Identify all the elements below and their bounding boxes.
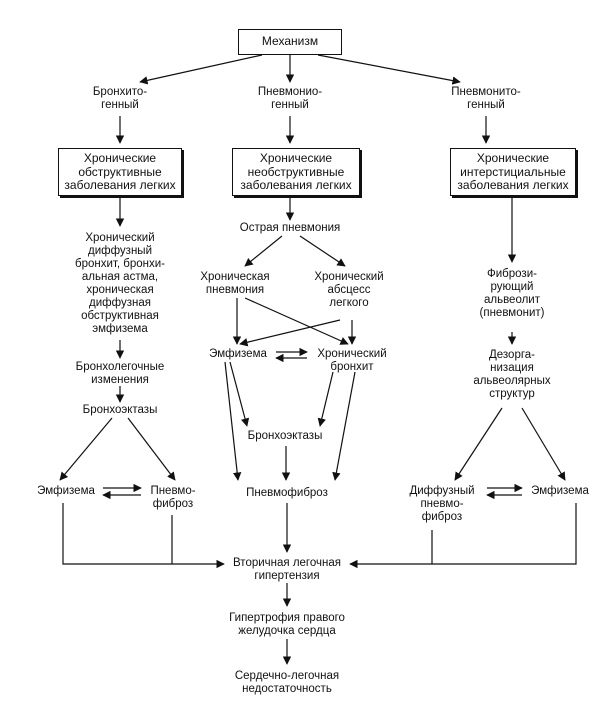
- pneumofibrosis-left: Пневмо- фиброз: [150, 485, 196, 510]
- fibrosing-alveolitis: Фибрози- рующий альвеолит (пневмонит): [479, 268, 545, 319]
- arrow-mechanism-bronchitogenic: [139, 54, 263, 85]
- nonobstructive-diseases-box: Хронические необструктивные заболевания …: [232, 148, 360, 196]
- arrow-emphysema-pneumofib: [224, 361, 242, 481]
- line-left-to-hypertension: [62, 503, 225, 569]
- arrow-bronchiectasis-pneumofib-left: [127, 417, 176, 481]
- bronchopulmonary-changes: Бронхолегочные изменения: [75, 361, 165, 386]
- branch-bronchitogenic: Бронхито- генный: [92, 86, 148, 111]
- chronic-pneumonia: Хроническая пневмония: [200, 271, 270, 296]
- branch-pneumoniogenic: Пневмонио- генный: [257, 86, 323, 111]
- arrow-abscess-emphysema: [239, 319, 341, 347]
- chronic-diffuse-conditions: Хронический диффузный бронхит, бронхи- а…: [74, 232, 166, 335]
- interstitial-diseases-box: Хронические интерстициальные заболевания…: [450, 148, 576, 196]
- arrow-bronchitis-bronchiectasis: [317, 371, 334, 427]
- mechanism-box: Механизм: [238, 29, 342, 55]
- mechanism-label: Механизм: [261, 34, 319, 48]
- line-right-to-hypertension: [349, 503, 577, 569]
- arrow-bronchiectasis-emphysema-left: [59, 417, 113, 481]
- emphysema-mid: Эмфизема: [209, 348, 267, 360]
- arrow-acute-abscess: [299, 235, 346, 267]
- right-ventricle-hypertrophy: Гипертрофия правого желудочка сердца: [229, 612, 345, 637]
- arrow-mechanism-pneumonitogenic: [317, 54, 461, 85]
- diffuse-pneumofibrosis: Диффузный пневмо- фиброз: [409, 485, 475, 523]
- bronchiectasis-left: Бронхоэктазы: [82, 404, 158, 416]
- bronchiectasis-mid: Бронхоэктазы: [247, 430, 323, 442]
- obstructive-diseases-box: Хронические обструктивные заболевания ле…: [58, 148, 182, 196]
- secondary-pulmonary-hypertension: Вторичная легочная гипертензия: [233, 557, 341, 582]
- chronic-abscess: Хронический абсцесс легкого: [314, 271, 384, 309]
- emphysema-right: Эмфизема: [531, 485, 589, 497]
- arrow-disorg-emphysema-right: [521, 407, 566, 481]
- pneumofibrosis-mid: Пневмофиброз: [246, 487, 328, 499]
- arrow-bronchitis-pneumofib: [332, 371, 356, 481]
- chronic-bronchitis: Хронический бронхит: [317, 348, 387, 373]
- arrow-disorg-diffuse: [454, 407, 503, 481]
- acute-pneumonia: Острая пневмония: [239, 222, 341, 234]
- branch-pneumonitogenic: Пневмонито- генный: [451, 86, 521, 111]
- cardiopulmonary-failure: Сердечно-легочная недостаточность: [234, 670, 340, 695]
- arrow-emphysema-bronchiectasis: [229, 361, 250, 427]
- arrow-chronpneum-bronchitis: [244, 297, 349, 345]
- arrow-acute-chronic-pneumonia: [244, 235, 283, 267]
- emphysema-left: Эмфизема: [37, 485, 95, 497]
- alveolar-disorganization: Дезорга- низация альвеолярных структур: [473, 349, 551, 400]
